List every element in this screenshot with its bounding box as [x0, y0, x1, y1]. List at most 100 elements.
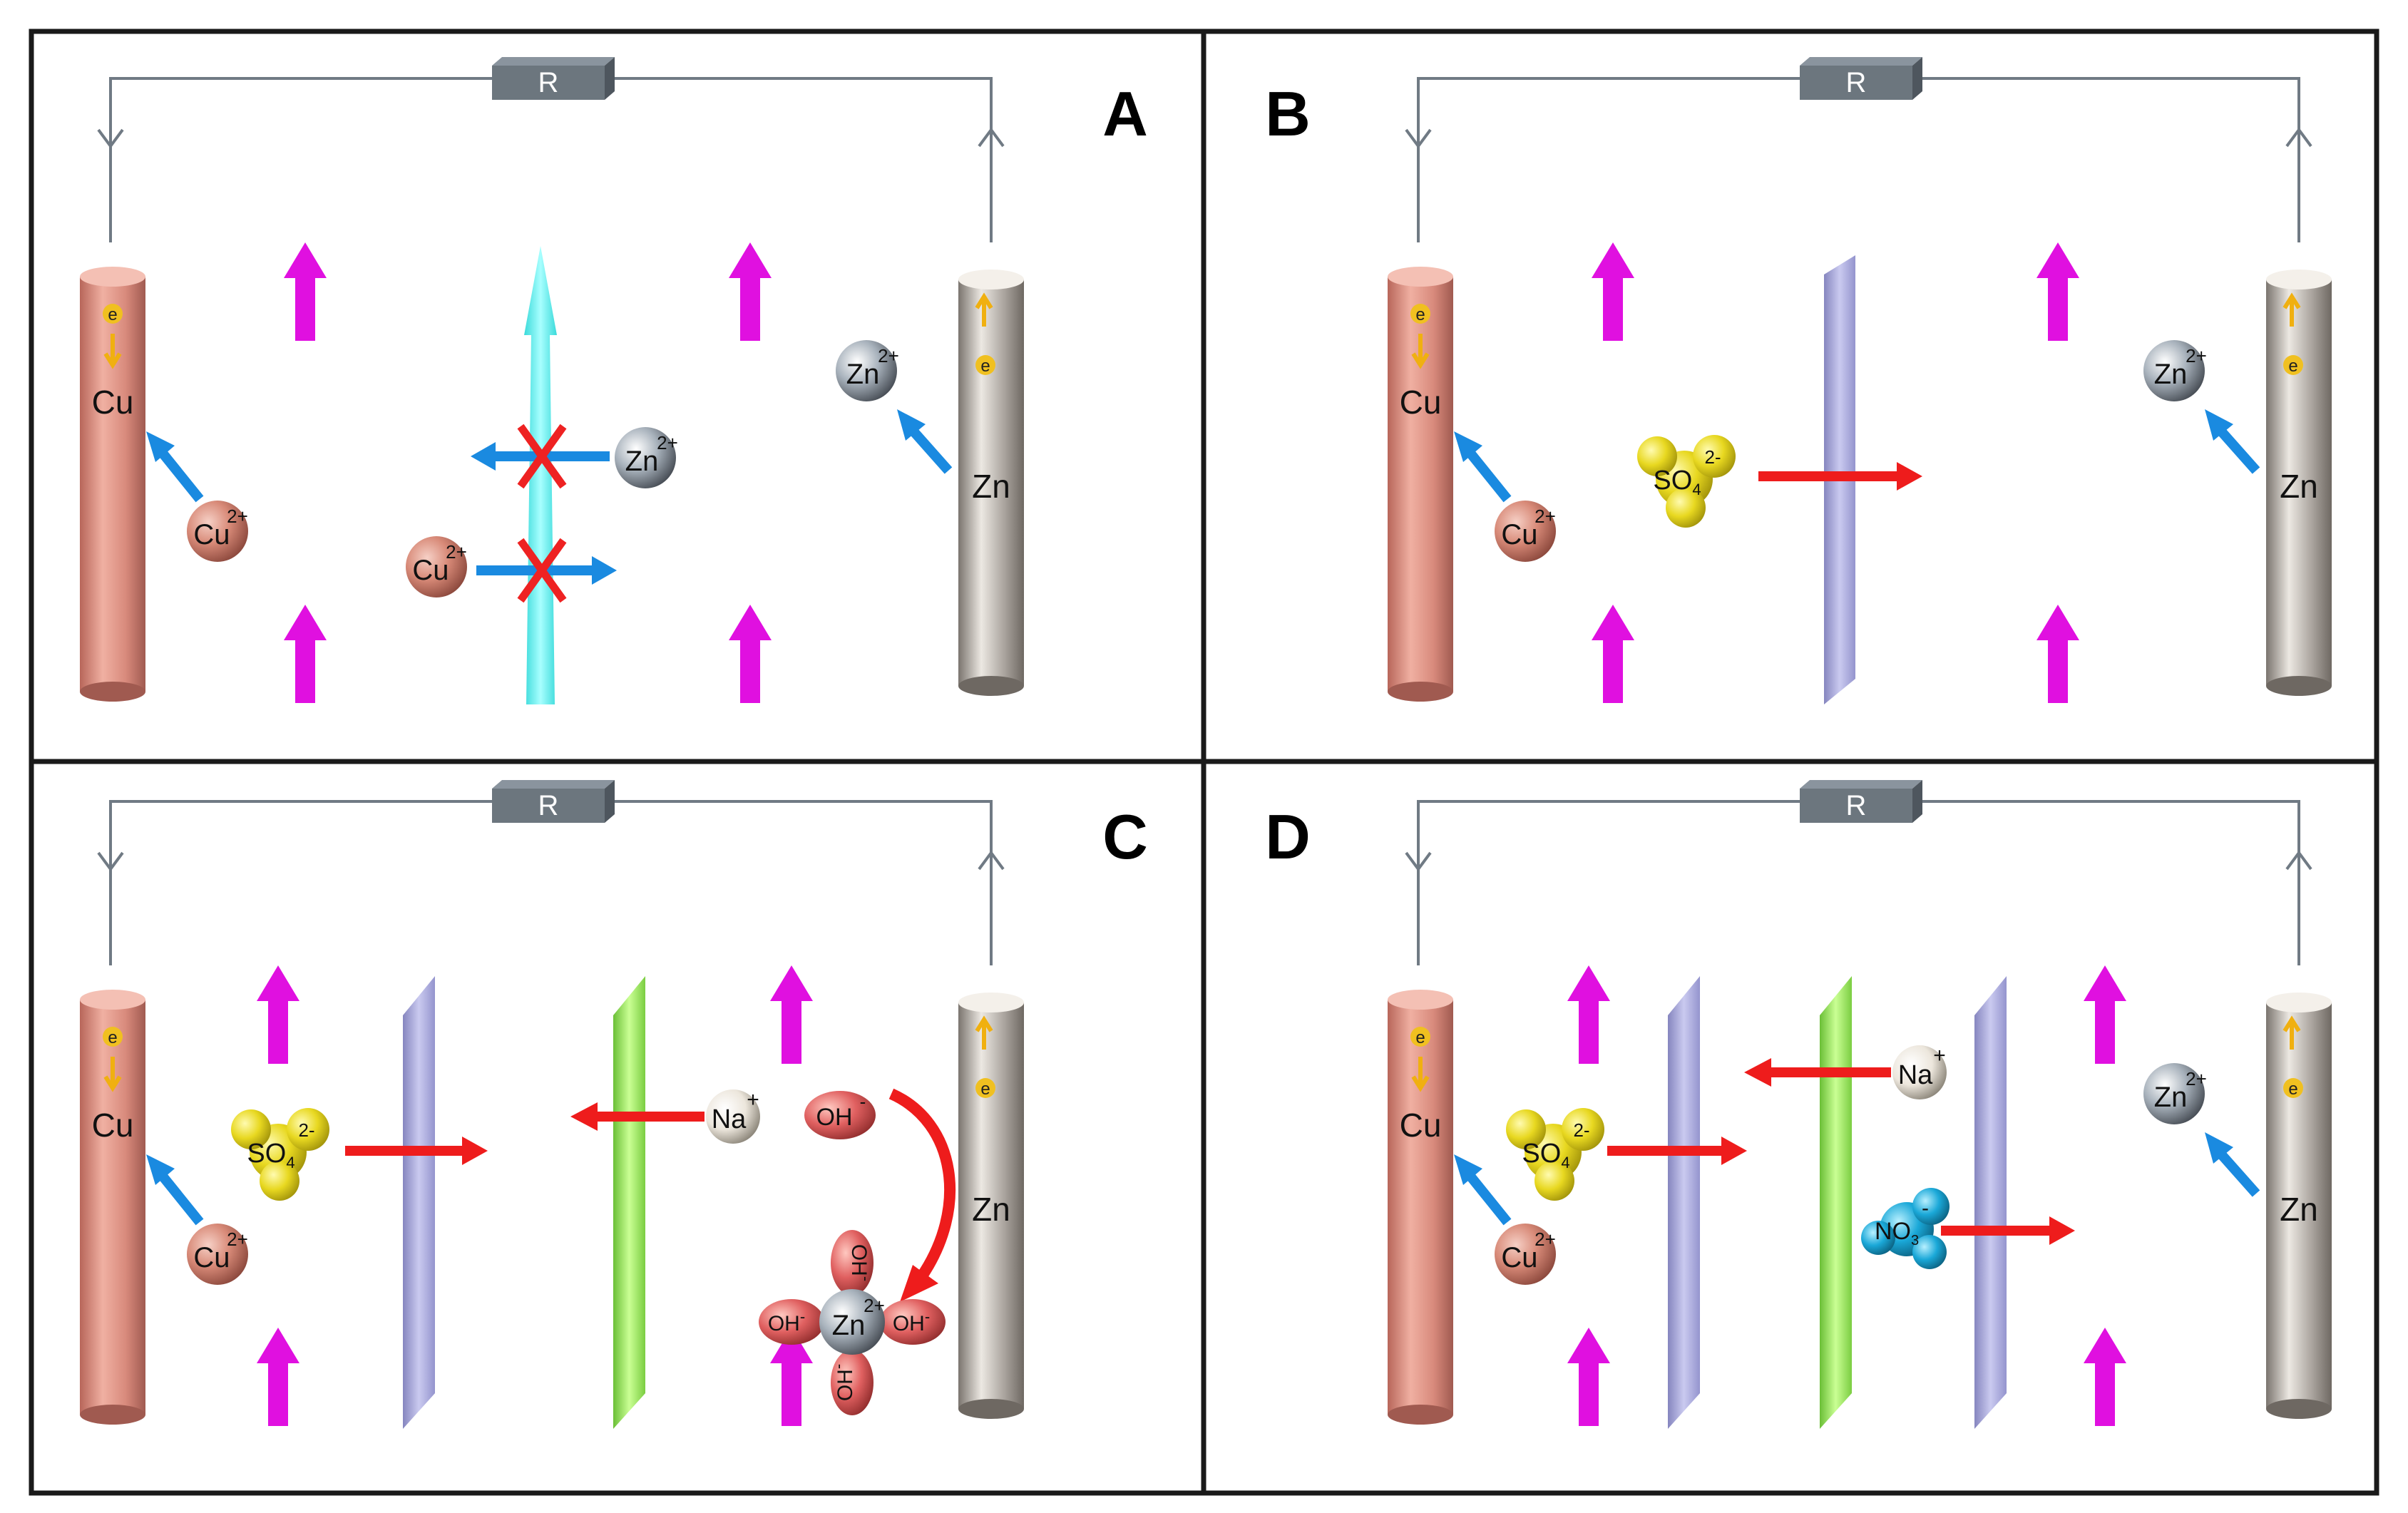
- panel-b: R B e Cu e Zn: [1265, 57, 2332, 704]
- svg-text:Zn: Zn: [625, 446, 659, 477]
- electron-flow-arrow-icon: [2283, 1015, 2301, 1050]
- svg-text:2+: 2+: [227, 1229, 248, 1250]
- zn-ion: Zn 2+: [615, 427, 678, 488]
- zn-hydroxide-complex: Zn 2+ OH- OH- OH- OH-: [759, 1230, 946, 1415]
- electron-marker-icon: [103, 1027, 123, 1047]
- svg-text:e: e: [980, 1079, 990, 1099]
- cu-ion: Cu 2+: [406, 536, 467, 597]
- cathode-label: Cu: [1400, 1107, 1442, 1144]
- panel-letter: D: [1265, 801, 1311, 872]
- svg-text:2+: 2+: [2186, 345, 2207, 366]
- anode-label: Zn: [2280, 468, 2318, 505]
- wire-arrow-down-icon: [1405, 128, 1432, 149]
- svg-text:2+: 2+: [878, 345, 899, 366]
- anode-label: Zn: [972, 468, 1010, 505]
- so4-ion: SO4 2-: [231, 1108, 329, 1201]
- zn-ion: Zn 2+: [2143, 340, 2207, 401]
- red-arrow-right: [345, 1137, 488, 1165]
- magenta-up-arrows: [284, 242, 772, 703]
- magenta-up-arrows: [1592, 242, 2079, 703]
- electron-marker-icon: [103, 304, 123, 324]
- wire-arrow-up-icon: [2285, 127, 2312, 148]
- svg-text:+: +: [1933, 1044, 1946, 1067]
- panel-c: R C e Cu e Zn: [80, 780, 1148, 1429]
- resistor-label: R: [1846, 67, 1867, 98]
- svg-text:OH-: OH-: [893, 1308, 930, 1335]
- resistor-label: R: [538, 790, 559, 821]
- zinc-electrode: e Zn: [958, 270, 1024, 696]
- red-arrow-left: [570, 1102, 705, 1131]
- red-arrow-left: [1744, 1058, 1891, 1087]
- electron-flow-arrow-icon: [103, 1057, 122, 1092]
- svg-text:Zn: Zn: [2154, 1082, 2188, 1113]
- svg-text:-: -: [1922, 1196, 1929, 1220]
- svg-text:NO3: NO3: [1875, 1218, 1919, 1248]
- svg-text:e: e: [1415, 1028, 1425, 1047]
- electron-marker-icon: [2283, 1078, 2303, 1098]
- electron-marker-icon: [975, 355, 995, 375]
- svg-text:2-: 2-: [1573, 1119, 1589, 1141]
- svg-text:2-: 2-: [1704, 446, 1721, 468]
- resistor-label: R: [538, 67, 559, 98]
- wire-arrow-up-icon: [2285, 850, 2312, 871]
- svg-text:SO4: SO4: [1653, 466, 1701, 498]
- no3-ion: NO3 -: [1861, 1188, 1950, 1269]
- svg-text:OH-: OH-: [847, 1244, 875, 1281]
- copper-electrode: e Cu: [1388, 267, 1453, 702]
- copper-electrode: e Cu: [80, 990, 145, 1425]
- svg-text:+: +: [747, 1088, 759, 1112]
- anode-label: Zn: [2280, 1191, 2318, 1228]
- resistor: R: [1800, 780, 1922, 823]
- svg-text:Na: Na: [1898, 1060, 1933, 1090]
- cu-ion: Cu 2+: [1495, 501, 1556, 562]
- anion-exchange-membrane: [1974, 976, 2007, 1429]
- electron-flow-arrow-icon: [1411, 1057, 1430, 1092]
- panel-letter: B: [1265, 78, 1311, 149]
- blocked-zn-arrow: [471, 424, 610, 489]
- svg-text:e: e: [2288, 357, 2297, 376]
- electron-flow-arrow-icon: [2283, 292, 2301, 327]
- svg-text:OH-: OH-: [829, 1364, 857, 1401]
- svg-text:OH-: OH-: [768, 1308, 805, 1335]
- svg-text:2-: 2-: [298, 1119, 314, 1141]
- svg-text:2+: 2+: [446, 541, 467, 563]
- circuit-wire: [109, 77, 993, 242]
- cross-icon: [517, 424, 567, 489]
- anode-label: Zn: [972, 1191, 1010, 1228]
- copper-electrode: e Cu: [1388, 990, 1453, 1425]
- red-arrow-right: [1758, 462, 1922, 491]
- svg-text:2+: 2+: [227, 506, 248, 527]
- so4-ion: SO4 2-: [1506, 1108, 1604, 1201]
- wire-arrow-down-icon: [97, 128, 124, 149]
- zn-ion: Zn 2+: [2143, 1063, 2207, 1124]
- wire-arrow-down-icon: [1405, 851, 1432, 872]
- svg-text:Cu: Cu: [412, 555, 449, 586]
- so4-ion: SO4 2-: [1637, 435, 1736, 528]
- dissolution-arrow: [905, 423, 953, 474]
- svg-text:Zn: Zn: [2154, 359, 2188, 390]
- cross-icon: [517, 538, 567, 603]
- svg-text:2+: 2+: [657, 432, 678, 453]
- resistor: R: [492, 780, 615, 823]
- wire-arrow-down-icon: [97, 851, 124, 872]
- deposition-arrow: [154, 1167, 204, 1226]
- svg-text:e: e: [2288, 1079, 2297, 1099]
- na-ion: Na +: [706, 1088, 760, 1144]
- circuit-wire: [109, 800, 993, 965]
- circuit-wire: [1417, 77, 2300, 242]
- svg-text:2+: 2+: [1535, 1229, 1556, 1250]
- magenta-up-arrows: [1567, 965, 2126, 1426]
- svg-text:Cu: Cu: [193, 519, 230, 550]
- svg-text:Cu: Cu: [1501, 1242, 1537, 1273]
- cathode-label: Cu: [92, 1107, 134, 1144]
- wire-arrow-up-icon: [978, 850, 1005, 871]
- red-arrow-right: [1941, 1216, 2075, 1245]
- resistor: R: [1800, 57, 1922, 100]
- svg-text:2+: 2+: [2186, 1068, 2207, 1089]
- electron-marker-icon: [1410, 304, 1430, 324]
- blocked-cu-arrow: [476, 538, 617, 603]
- oh-ion: OH -: [804, 1091, 876, 1139]
- svg-text:e: e: [1415, 305, 1425, 324]
- panel-letter: A: [1102, 78, 1148, 149]
